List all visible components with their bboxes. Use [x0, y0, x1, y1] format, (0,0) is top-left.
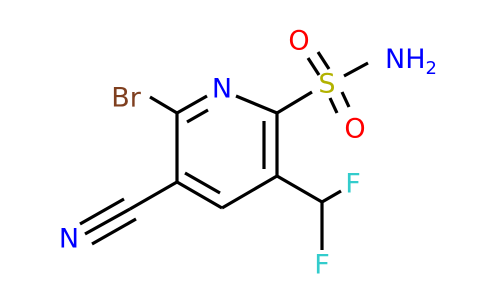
- atom-nh2: NH2: [385, 44, 437, 79]
- atom-n-nitrile: N: [59, 224, 79, 255]
- bond-c5-c4: [221, 174, 278, 210]
- atom-f-bottom: F: [314, 250, 330, 281]
- bond-s-o-bottom-2: [340, 91, 351, 108]
- atom-br: Br: [111, 83, 142, 114]
- bond-c3-cn: [129, 180, 178, 211]
- bond-c2-n1-double: [186, 108, 209, 124]
- bond-cn-triple-3: [91, 217, 137, 246]
- bond-s-o-top-1: [306, 57, 321, 76]
- bond-c6-s: [276, 90, 313, 115]
- bond-c4-c3-double: [184, 171, 221, 195]
- atom-o-top: O: [288, 26, 309, 57]
- atom-n-ring: N: [212, 74, 232, 105]
- bond-c2-n1: [176, 94, 208, 115]
- bond-c2-br: [149, 95, 178, 115]
- bond-c4-c3: [176, 180, 223, 210]
- bond-chf2-f-top: [321, 189, 342, 204]
- bond-s-o-top-2: [316, 51, 331, 70]
- atom-s: S: [318, 69, 335, 100]
- atom-nh2-subscript: 2: [426, 58, 437, 79]
- bond-n1-c6: [235, 94, 278, 115]
- atom-o-bottom: O: [344, 114, 365, 145]
- bond-cn-triple-2: [79, 197, 125, 226]
- bond-s-nh2: [343, 61, 369, 78]
- atom-nh2-label: NH: [385, 44, 426, 75]
- bond-s-o-bottom-1: [328, 97, 339, 114]
- atom-f-top: F: [345, 169, 361, 200]
- bond-c5-chf2: [276, 174, 323, 204]
- bond-cn-triple-1: [84, 207, 131, 236]
